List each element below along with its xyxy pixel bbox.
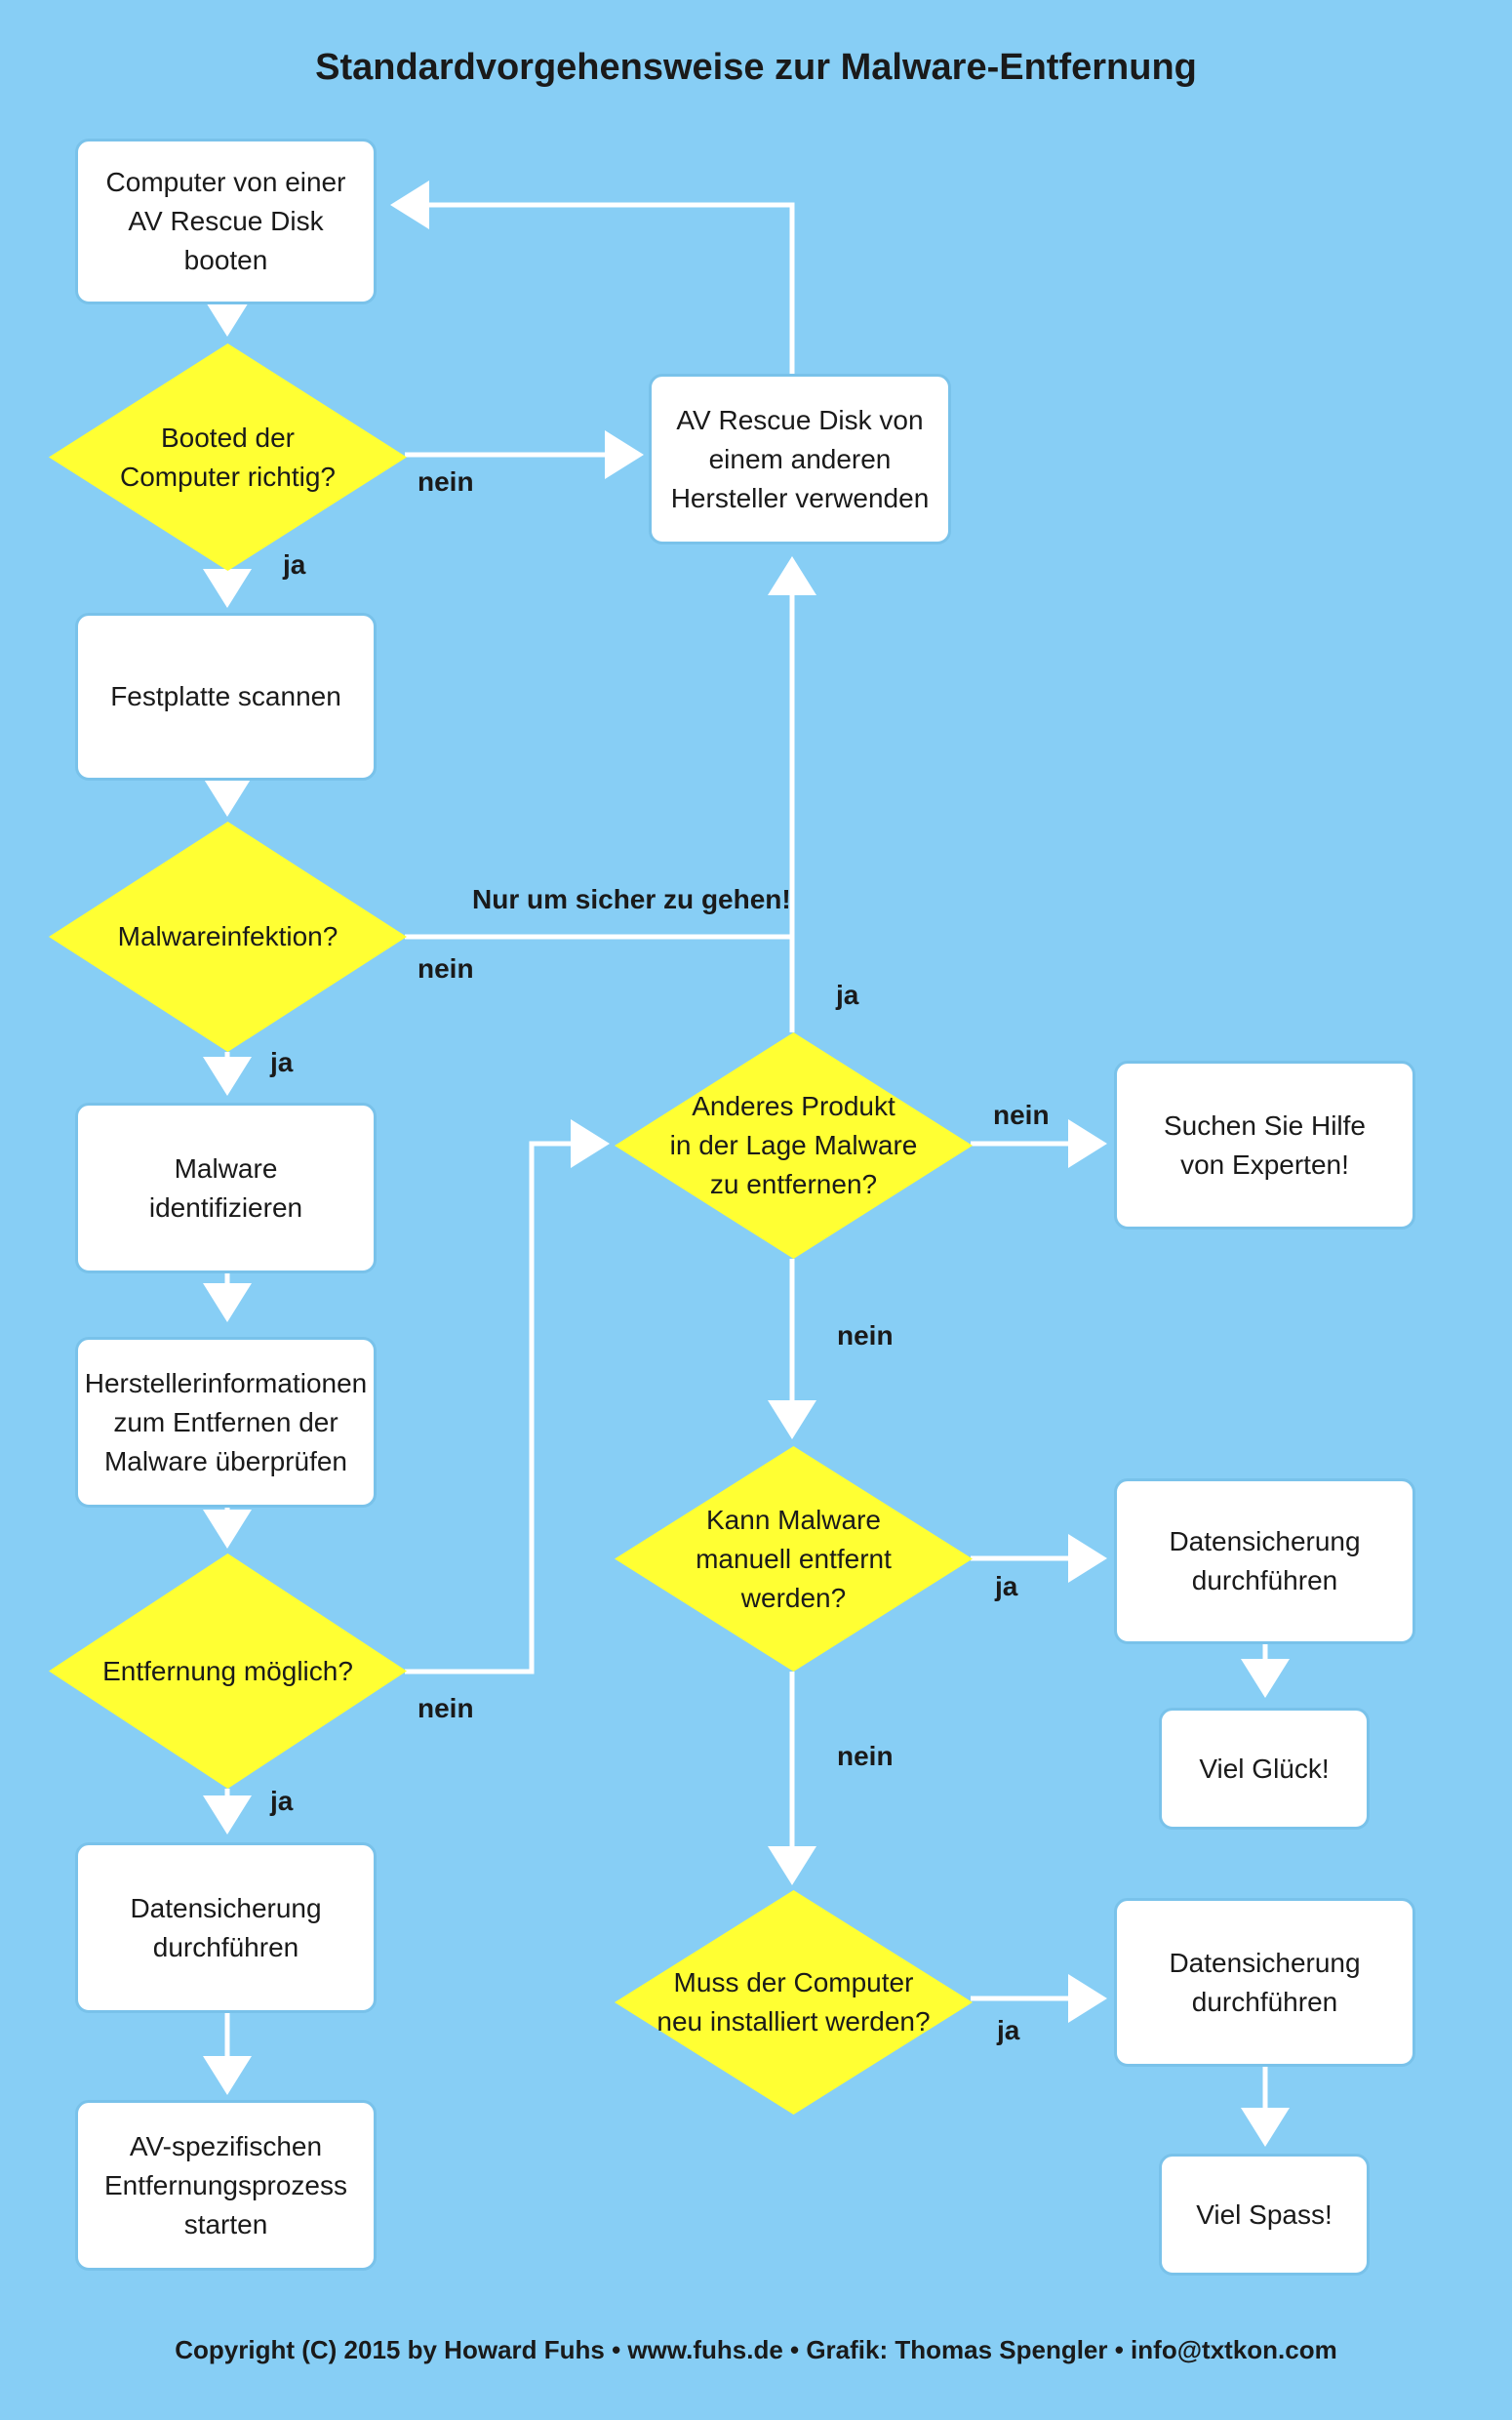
backup-text-3: Datensicherung durchführen — [1169, 1947, 1361, 2017]
other-product-decision: Anderes Produkt in der Lage Malware zu e… — [615, 1032, 973, 1259]
other-product-text: Anderes Produkt in der Lage Malware zu e… — [669, 1091, 918, 1199]
good-luck-box: Viel Glück! — [1159, 1708, 1370, 1830]
label-other-yes: ja — [836, 980, 859, 1010]
identify-malware-box: Malware identifizieren — [75, 1103, 377, 1273]
backup-box-3: Datensicherung durchführen — [1114, 1898, 1415, 2067]
boot-rescue-disk-text: Computer von einer AV Rescue Disk booten — [105, 167, 346, 275]
manual-removal-decision: Kann Malware manuell entfernt werden? — [615, 1446, 973, 1672]
backup-text-1: Datensicherung durchführen — [130, 1892, 322, 1962]
backup-box-2: Datensicherung durchführen — [1114, 1478, 1415, 1644]
copyright-footer: Copyright (C) 2015 by Howard Fuhs • www.… — [175, 2335, 1337, 2364]
booted-correctly-decision: Booted der Computer richtig? — [49, 343, 407, 571]
scan-disk-box: Festplatte scannen — [75, 613, 377, 781]
other-rescue-disk-text: AV Rescue Disk von einem anderen Herstel… — [670, 404, 930, 513]
label-booted-yes: ja — [283, 549, 306, 580]
start-removal-box: AV-spezifischen Entfernungsprozess start… — [75, 2100, 377, 2271]
vendor-info-box: Herstellerinformationen zum Entfernen de… — [75, 1337, 377, 1508]
label-infection-no: nein — [418, 953, 474, 984]
label-removal-yes: ja — [270, 1786, 294, 1816]
boot-rescue-disk-box: Computer von einer AV Rescue Disk booten — [75, 139, 377, 304]
label-manual-no: nein — [837, 1741, 894, 1771]
label-booted-no: nein — [418, 466, 474, 497]
removal-possible-decision: Entfernung möglich? — [49, 1553, 407, 1789]
other-rescue-disk-box: AV Rescue Disk von einem anderen Herstel… — [649, 374, 951, 544]
label-infection-yes: ja — [270, 1047, 294, 1077]
have-fun-text: Viel Spass! — [1196, 2198, 1333, 2230]
edge-other-rescue-loop — [390, 181, 795, 376]
label-reinstall-yes: ja — [997, 2015, 1020, 2045]
diagram-title: Standardvorgehensweise zur Malware-Entfe… — [315, 47, 1197, 88]
vendor-info-text: Herstellerinformationen zum Entfernen de… — [84, 1367, 368, 1476]
seek-experts-text: Suchen Sie Hilfe von Experten! — [1163, 1109, 1366, 1180]
malware-infection-text: Malwareinfektion? — [117, 921, 338, 951]
backup-box-1: Datensicherung durchführen — [75, 1842, 377, 2013]
identify-malware-text: Malware identifizieren — [148, 1152, 303, 1223]
start-removal-text: AV-spezifischen Entfernungsprozess start… — [103, 2130, 348, 2239]
removal-possible-text: Entfernung möglich? — [102, 1655, 353, 1686]
label-manual-yes: ja — [995, 1571, 1018, 1601]
malware-infection-decision: Malwareinfektion? — [49, 822, 407, 1052]
booted-correctly-text: Booted der Computer richtig? — [120, 422, 336, 492]
label-infection-note: Nur um sicher zu gehen! — [472, 884, 791, 914]
good-luck-text: Viel Glück! — [1199, 1753, 1330, 1784]
seek-experts-box: Suchen Sie Hilfe von Experten! — [1114, 1061, 1415, 1230]
label-removal-no: nein — [418, 1693, 474, 1723]
have-fun-box: Viel Spass! — [1159, 2154, 1370, 2276]
reinstall-text: Muss der Computer neu installiert werden… — [657, 1967, 931, 2037]
scan-disk-text: Festplatte scannen — [110, 681, 341, 711]
reinstall-decision: Muss der Computer neu installiert werden… — [615, 1890, 973, 2115]
manual-removal-text: Kann Malware manuell entfernt werden? — [696, 1504, 892, 1613]
label-other-down-no: nein — [837, 1320, 894, 1351]
label-other-no: nein — [993, 1100, 1050, 1130]
edge-removal-no — [405, 1119, 610, 1674]
backup-text-2: Datensicherung durchführen — [1169, 1526, 1361, 1595]
